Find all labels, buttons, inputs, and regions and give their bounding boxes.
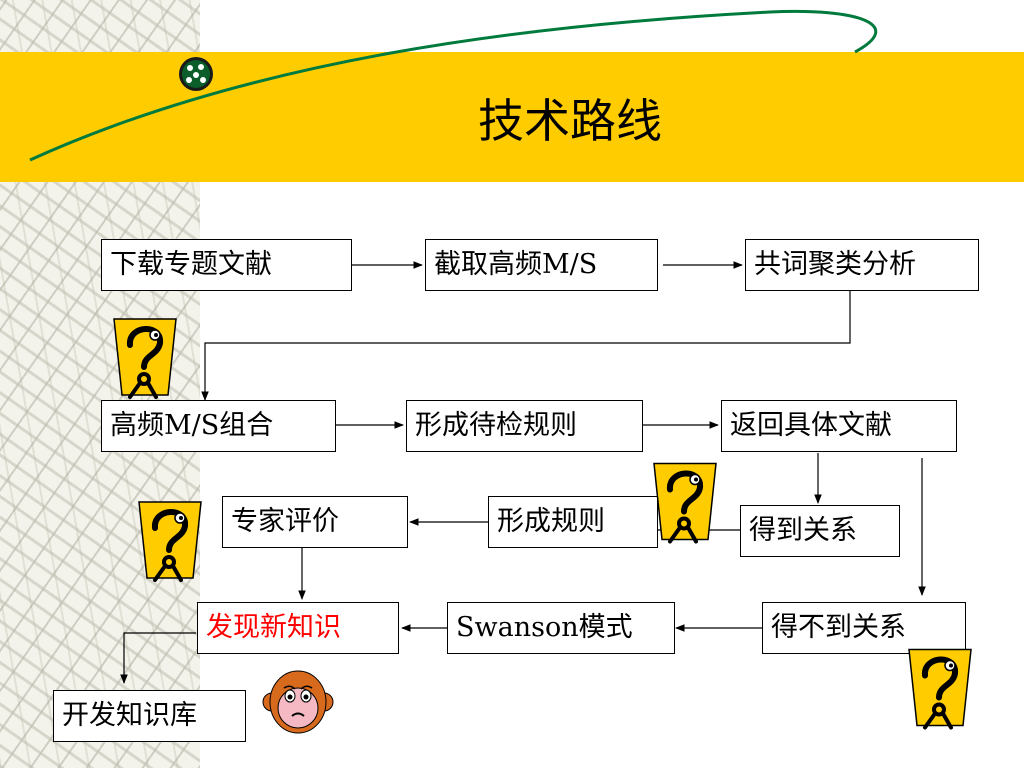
arrow-cowords-to-combine <box>201 291 851 401</box>
arrow-discover-to-kb <box>120 632 196 684</box>
node-knowledge-base: 开发知识库 <box>53 690 246 742</box>
node-form-pending-rules: 形成待检规则 <box>406 400 643 452</box>
question-mark-mascot-icon <box>113 318 177 399</box>
node-download-literature: 下载专题文献 <box>101 239 352 291</box>
monkey-face-icon <box>262 670 334 734</box>
slide-title: 技术路线 <box>478 94 662 148</box>
question-mark-mascot-icon <box>653 462 717 544</box>
node-return-literature: 返回具体文献 <box>721 400 957 452</box>
question-mark-mascot-icon <box>138 501 202 582</box>
green-dot-cluster-icon <box>179 57 213 91</box>
question-mark-mascot-icon <box>908 648 972 730</box>
node-got-relation: 得到关系 <box>740 505 900 557</box>
node-extract-high-freq: 截取高频M/S <box>425 239 658 291</box>
node-discover-knowledge: 发现新知识 <box>197 602 399 654</box>
node-coword-cluster: 共词聚类分析 <box>745 239 979 291</box>
title-banner <box>0 52 1024 182</box>
banner-curve <box>29 9 878 162</box>
node-swanson-mode: Swanson模式 <box>447 602 675 654</box>
node-no-relation: 得不到关系 <box>762 602 966 654</box>
node-expert-evaluation: 专家评价 <box>222 496 408 548</box>
node-high-freq-combination: 高频M/S组合 <box>101 400 336 452</box>
node-form-rules: 形成规则 <box>488 496 658 548</box>
